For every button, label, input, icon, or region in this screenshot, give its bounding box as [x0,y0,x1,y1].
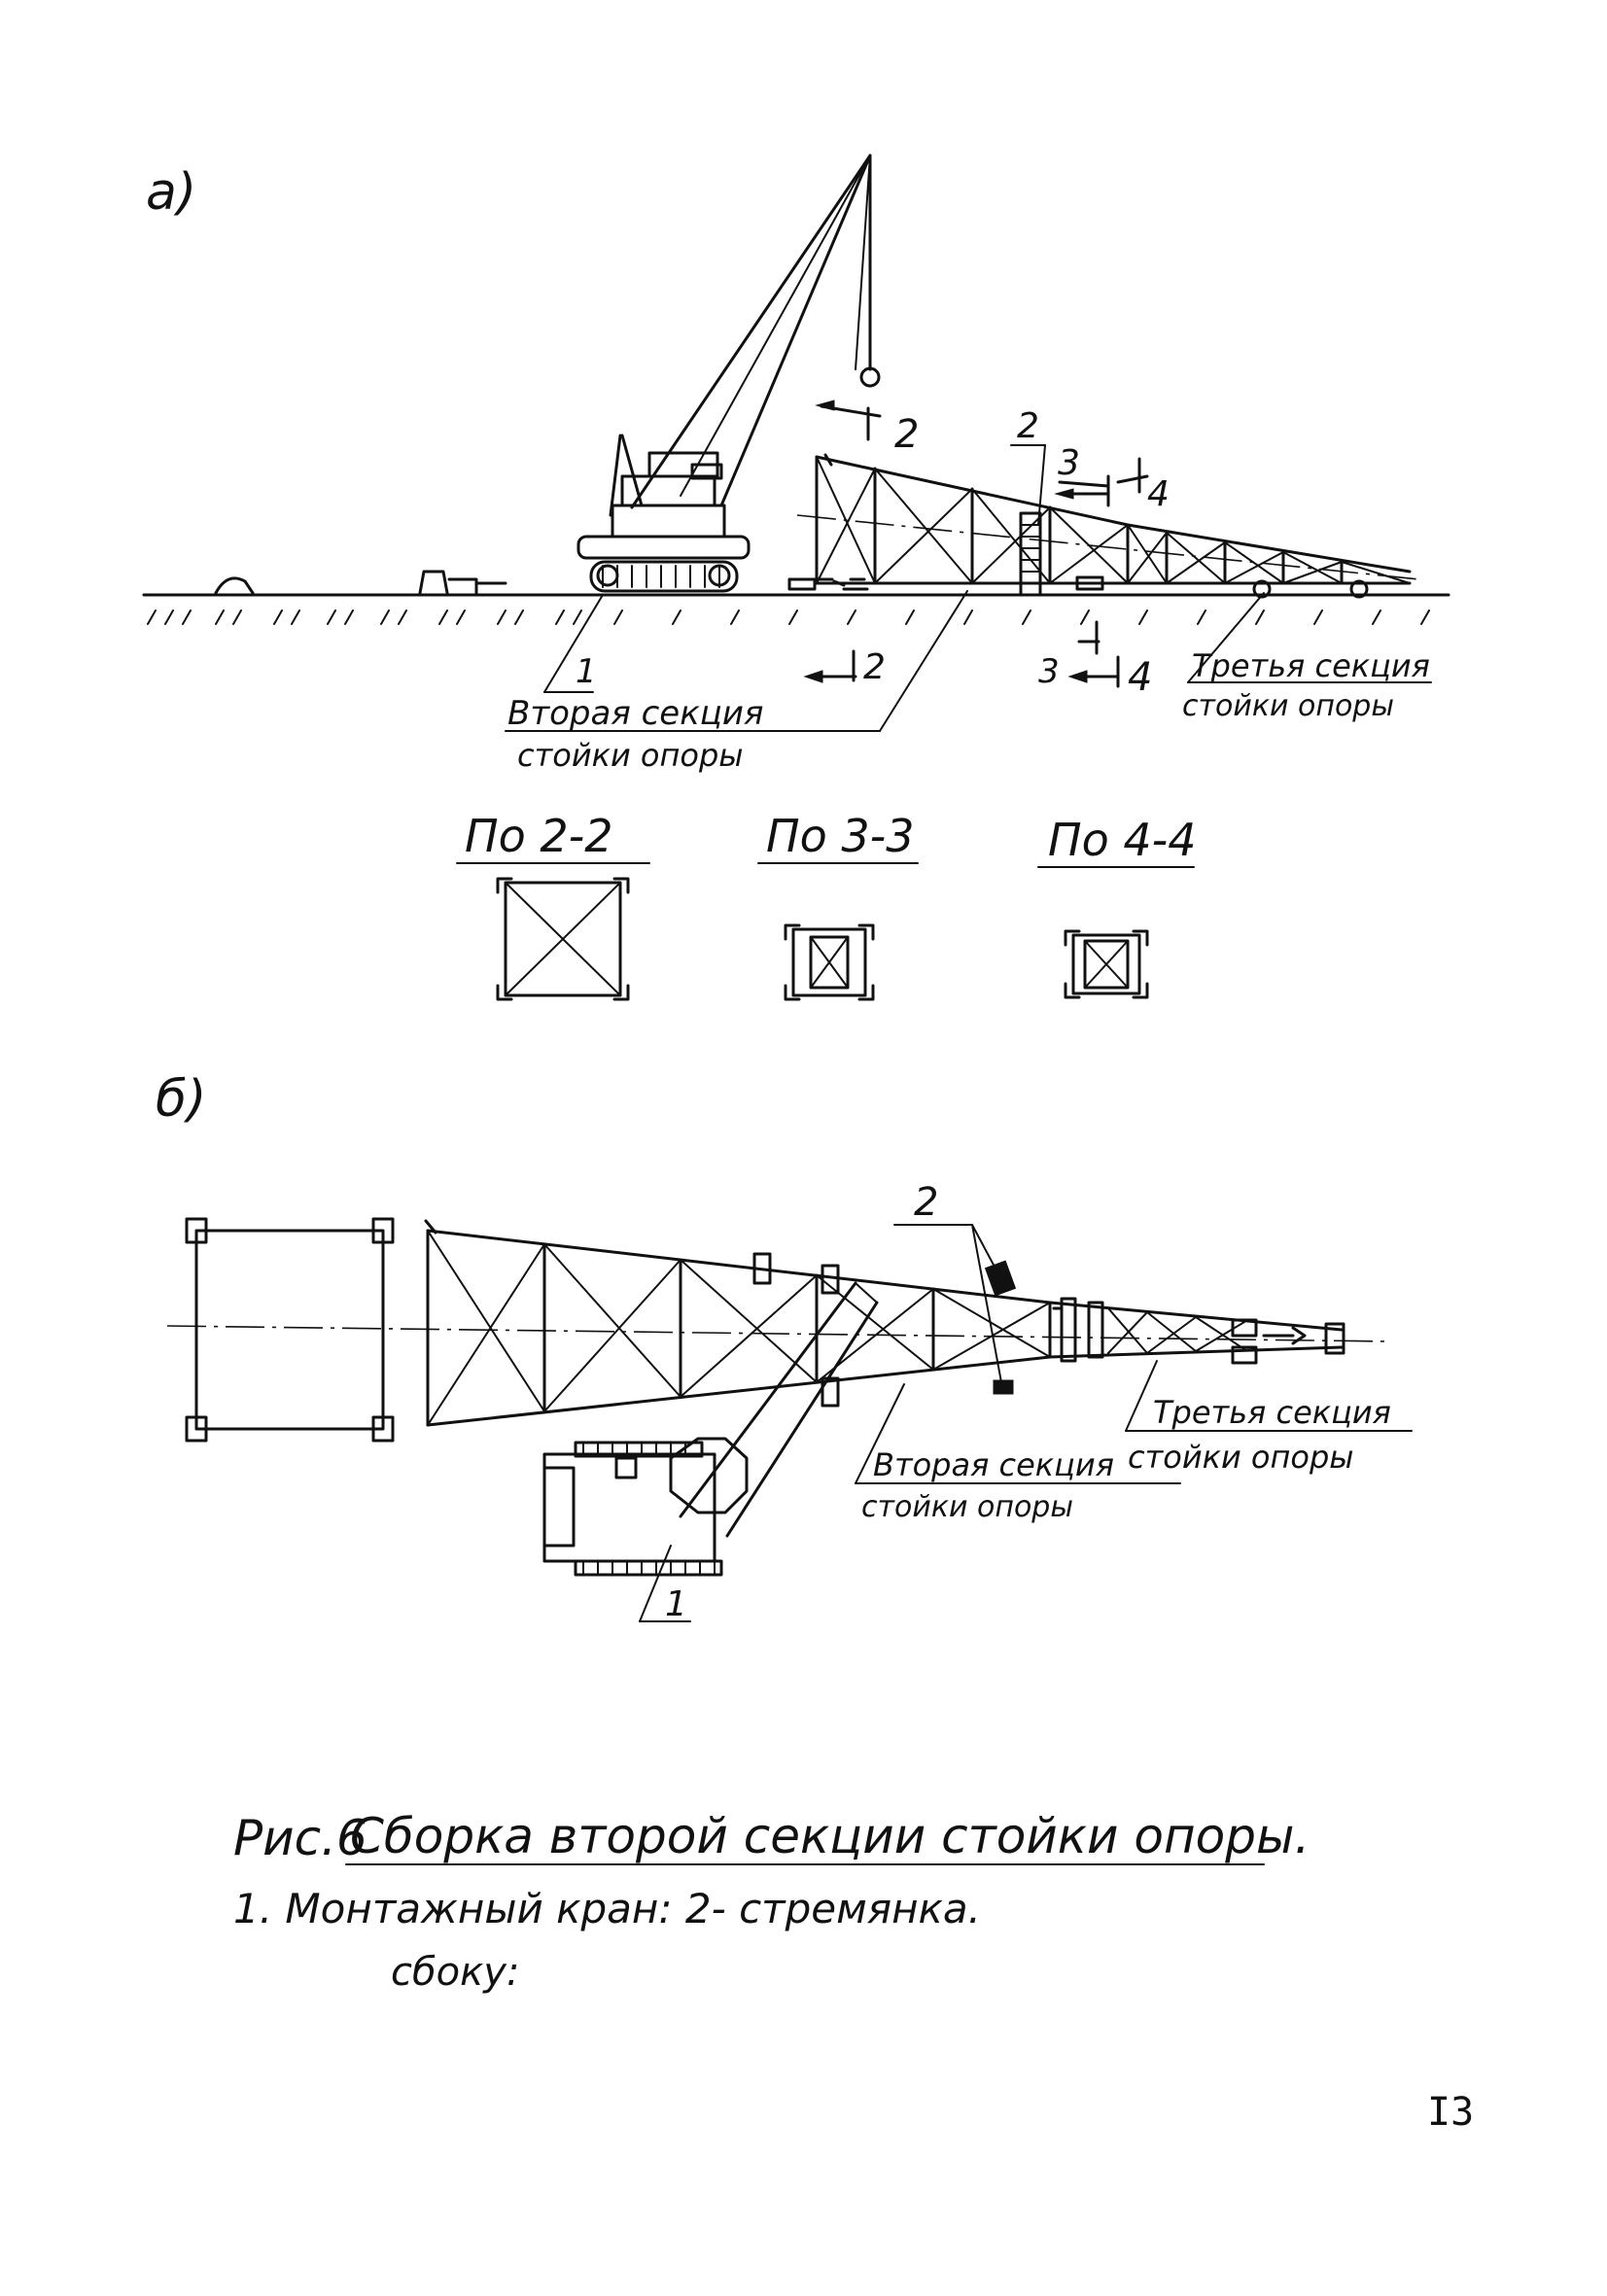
svg-text:Третья секция: Третья секция [1153,1394,1391,1431]
svg-text:4: 4 [1147,474,1170,514]
label-third-section-a: Третья секция стойки опоры [1182,592,1432,723]
figure-b: б) [156,1070,1413,1624]
ground-line [142,593,1450,625]
svg-text:стойки опоры: стойки опоры [1128,1439,1354,1476]
section-views: По 2-2 По 3-3 По 4-4 [456,810,1197,1001]
svg-text:стойки опоры: стойки опоры [1182,689,1394,723]
caption-prefix: Рис.6 [233,1810,367,1866]
ground-block [214,576,255,595]
ground-support-left [418,570,507,595]
callout-crane-a: 1 [543,594,604,693]
label-third-section-b: Третья секция стойки опоры [1125,1360,1413,1476]
svg-text:2: 2 [863,647,886,687]
svg-text:2: 2 [1017,406,1039,446]
svg-text:Третья секция: Третья секция [1192,647,1430,684]
third-section-plan [1048,1297,1345,1365]
figure-a-label: а) [146,163,196,222]
svg-text:3: 3 [1058,443,1080,483]
third-section-truss [1126,523,1412,599]
svg-text:По 3-3: По 3-3 [766,810,915,862]
svg-text:По 2-2: По 2-2 [465,810,613,862]
caption-legend-line1: 1. Монтажный кран: 2- стремянка. [233,1885,981,1932]
base-frame [185,1217,395,1443]
svg-text:3: 3 [1038,652,1060,691]
label-second-section-b: Вторая секция стойки опоры [855,1383,1181,1524]
second-section-plan [424,1219,1064,1427]
svg-text:2: 2 [894,412,919,457]
svg-text:2: 2 [914,1180,938,1225]
figure-caption: Рис.6 Сборка второй секции стойки опоры.… [233,1808,1310,1995]
page-number: I3 [1427,2090,1474,2135]
caption-title: Сборка второй секции стойки опоры. [350,1808,1310,1864]
section-mark-2-top: 2 [815,400,919,457]
second-section-truss [787,453,1420,597]
section-4-4: По 4-4 [1037,814,1197,999]
svg-text:По 4-4: По 4-4 [1048,814,1197,866]
label-second-section-a: Вторая секция стойки опоры [505,590,968,774]
section-mark-2-bottom: 2 [803,647,886,687]
svg-text:1: 1 [665,1584,687,1624]
svg-text:1: 1 [576,652,597,691]
figure-b-label: б) [156,1070,206,1129]
section-2-2: По 2-2 [456,810,650,1001]
section-3-3: По 3-3 [757,810,919,1001]
crawler-crane [576,154,881,593]
section-mark-3-4-bottom: 3 4 [1038,620,1152,700]
figure-a: а) [142,154,1450,774]
svg-text:стойки опоры: стойки опоры [517,737,744,774]
svg-text:Вторая секция: Вторая секция [873,1446,1114,1483]
crawler-crane-plan [542,1281,879,1577]
callout-ladder-b: 2 [893,1180,1002,1383]
svg-text:4: 4 [1128,655,1152,700]
section-mark-3-4-top: 3 4 [1054,443,1170,514]
callout-ladder: 2 [1010,406,1046,526]
svg-text:стойки опоры: стойки опоры [861,1490,1073,1524]
callout-crane-b: 1 [639,1545,691,1624]
caption-legend-line2: сбоку: [391,1950,519,1995]
svg-text:Вторая секция: Вторая секция [507,694,763,733]
